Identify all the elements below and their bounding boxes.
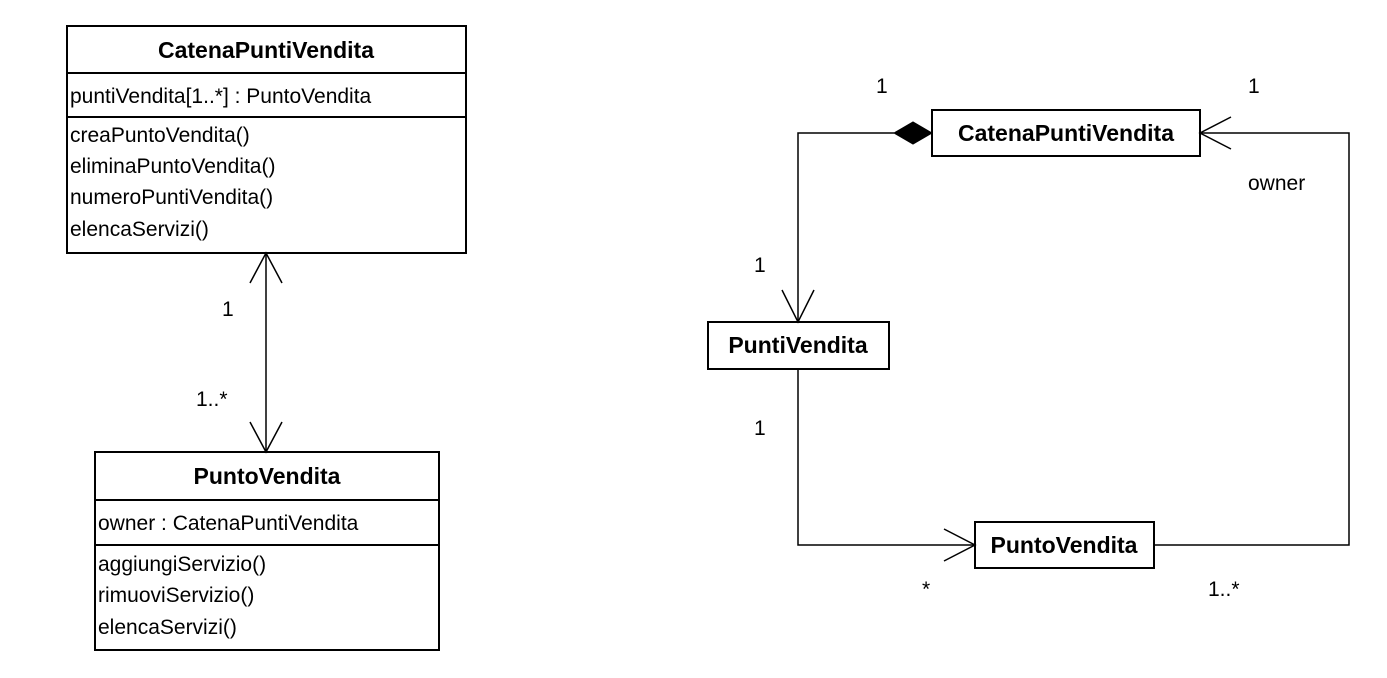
multiplicity-label: 1..* [1208,578,1240,601]
catena-class-name: CatenaPuntiVendita [158,37,374,63]
punto-class-box: PuntoVendita owner : CatenaPuntiVendita … [94,451,440,651]
owner-line [1154,132,1350,546]
arrowhead-right-icon [943,528,977,562]
composition-association: 1 1 [754,75,933,324]
right-catena-border [931,109,1201,157]
multiplicity-label: 1 [1248,75,1260,98]
arrowhead-left-icon [1198,116,1232,150]
left-association: 1 1..* [196,251,283,454]
punto-class-border [94,451,440,651]
punto-class-name: PuntoVendita [194,463,341,489]
right-catena-name: CatenaPuntiVendita [958,120,1174,146]
punto-operation: elencaServizi() [98,616,237,639]
catena-operation: eliminaPuntoVendita() [70,155,275,178]
composition-diamond-icon [893,121,933,145]
punto-attribute: owner : CatenaPuntiVendita [98,512,359,535]
multiplicity-label: 1 [754,254,766,277]
catena-class-border [66,25,467,254]
catena-operation: elencaServizi() [70,218,209,241]
right-punti-name: PuntiVendita [728,332,868,358]
punti-to-punto-line [797,369,975,546]
arrowhead-up-icon [249,251,283,284]
punti-to-punto-association: 1 * [754,369,977,601]
owner-association: 1 owner 1..* [1154,75,1350,601]
multiplicity-label: * [922,578,930,601]
right-catena-box: CatenaPuntiVendita [931,109,1201,157]
right-punto-border [974,521,1155,569]
catena-operation: creaPuntoVendita() [70,124,250,147]
right-punti-box: PuntiVendita [707,321,890,370]
arrowhead-down-icon [249,421,283,454]
right-punto-name: PuntoVendita [991,532,1138,558]
catena-attribute: puntiVendita[1..*] : PuntoVendita [70,85,372,108]
multiplicity-label: 1 [876,75,888,98]
punto-operation: aggiungiServizio() [98,553,266,576]
punto-operation: rimuoviServizio() [98,584,254,607]
arrowhead-down-icon [781,289,815,324]
multiplicity-label: 1 [754,417,766,440]
right-punto-box: PuntoVendita [974,521,1155,569]
multiplicity-label: 1 [222,298,234,321]
owner-role-label: owner [1248,172,1305,195]
catena-class-box: CatenaPuntiVendita puntiVendita[1..*] : … [66,25,467,254]
composition-line [797,132,894,322]
multiplicity-label: 1..* [196,388,228,411]
catena-operation: numeroPuntiVendita() [70,186,273,209]
